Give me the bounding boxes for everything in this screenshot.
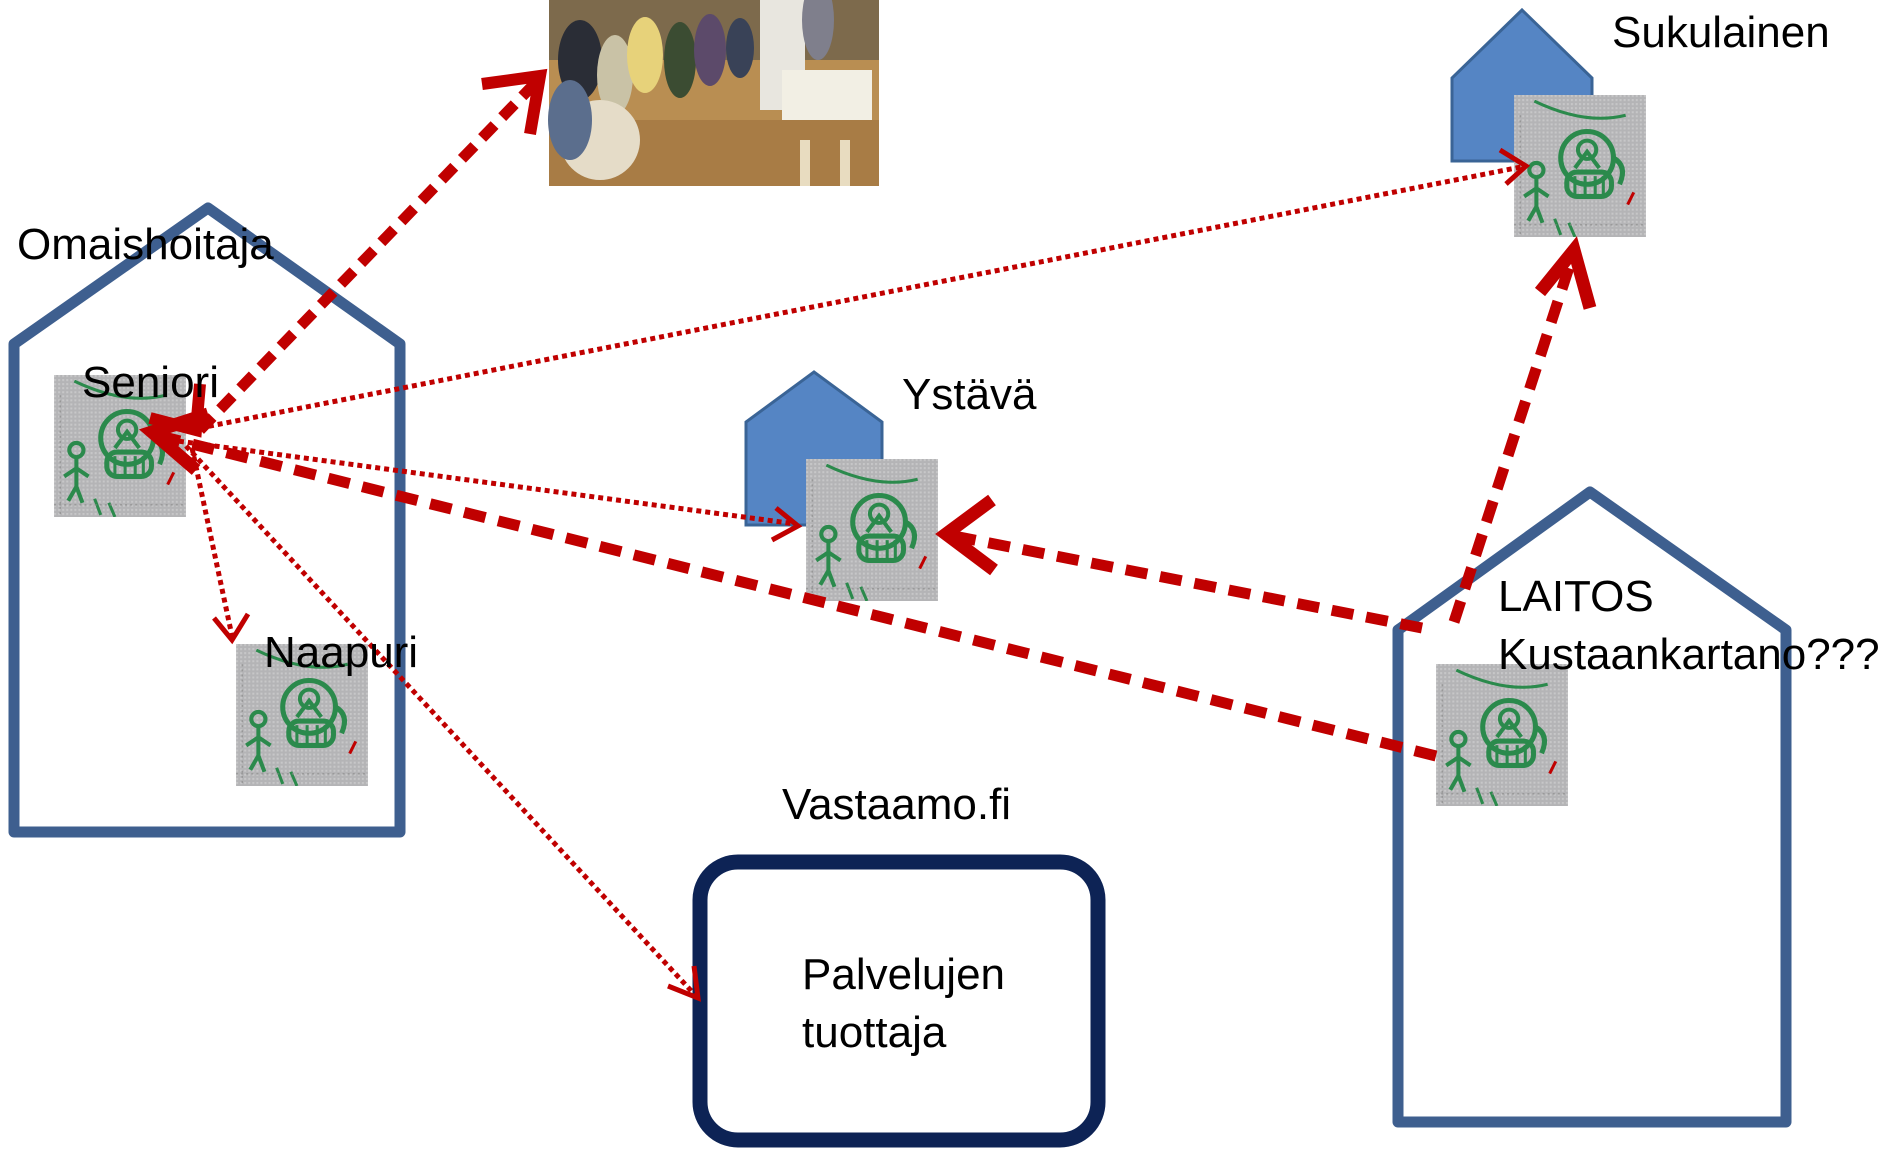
arrow-laitos-ystava [952,530,1424,634]
arrow-seniori-provider-head [667,965,702,1002]
label-naapuri: Naapuri [264,628,419,677]
label-ystava: Ystävä [902,370,1037,419]
label-laitos: LAITOS [1498,572,1654,621]
label-vastaamo: Vastaamo.fi [782,780,1012,829]
label-sukulainen: Sukulainen [1612,8,1830,57]
arrow-seniori-ystava [169,437,797,527]
omaishoitaja-house [8,202,406,838]
arrow-seniori-sukulainen-head [1498,147,1531,186]
arrow-laitos-ystava-head [935,494,998,576]
label-kustaankartano: Kustaankartano??? [1498,630,1879,679]
laitos-house [1392,486,1792,1128]
label-provider-line2: tuottaja [802,1008,947,1057]
arrow-seniori-ystava-head [770,506,803,543]
sukulainen-avatar-icon [1514,95,1646,237]
arrow-laitos-sukulainen [1448,256,1578,624]
arrow-laitos-seniori-head [138,407,210,475]
arrow-seniori-provider [184,444,698,998]
provider-box [692,854,1106,1148]
ystava-avatar-icon [806,459,938,601]
arrow-laitos-seniori [158,430,1438,762]
laitos-avatar-icon [1436,664,1568,806]
arrow-laitos-sukulainen-head [1534,236,1597,310]
arrow-seniori-naapuri-head [212,612,251,645]
arrow-seniori-photo-head-top [481,68,548,136]
label-omaishoitaja: Omaishoitaja [17,220,274,269]
label-provider-line1: Palvelujen [802,950,1006,999]
arrow-seniori-photo [196,74,544,434]
meeting-photo [548,0,879,186]
label-seniori: Seniori [82,358,219,407]
arrow-seniori-sukulainen [199,163,1527,431]
